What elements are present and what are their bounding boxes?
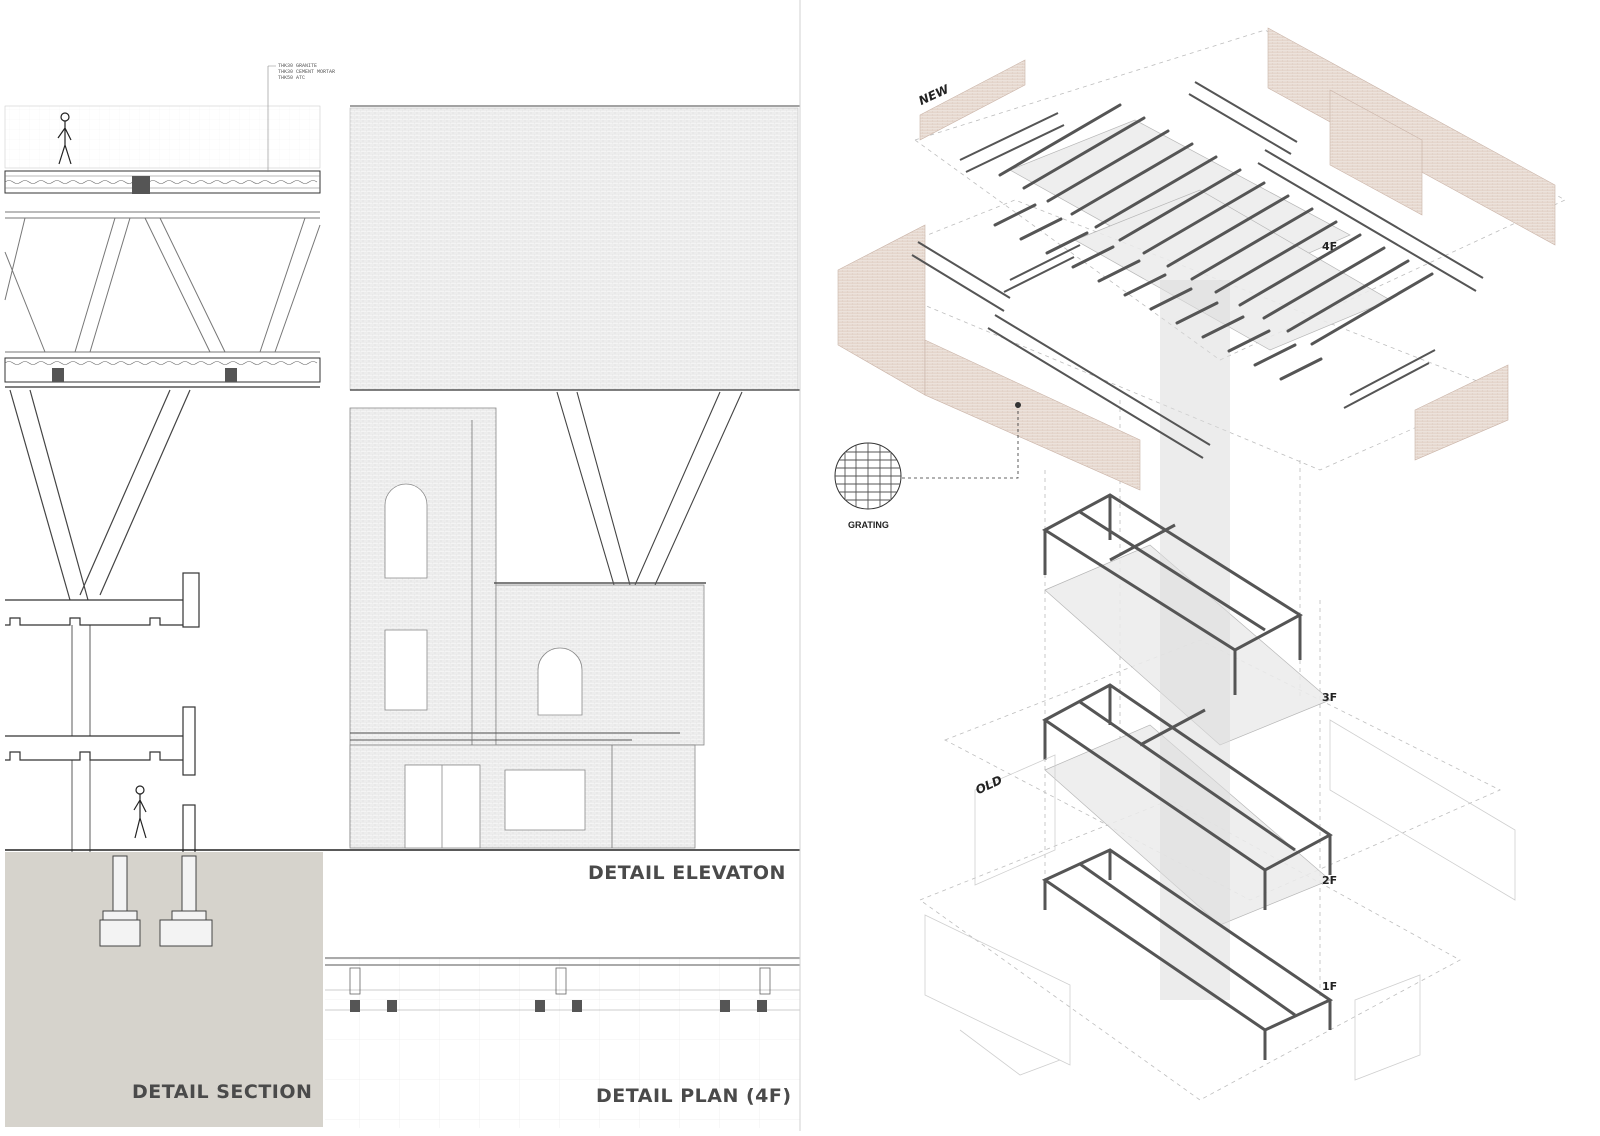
grating-callout <box>834 402 1021 510</box>
v-columns <box>9 389 191 601</box>
joist <box>1094 155 1218 229</box>
short-joist <box>1253 343 1297 367</box>
material-note-3: THK50 ATC <box>278 75 306 81</box>
trusses <box>911 81 1484 459</box>
label-4f: 4F <box>1322 240 1338 253</box>
old-building-ghost <box>924 719 1516 1081</box>
joist <box>1238 233 1362 307</box>
brick-screen-panels <box>837 27 1556 491</box>
floor-frame-1f <box>1041 848 1334 1060</box>
steel-beam <box>132 176 150 194</box>
short-joist <box>1071 245 1115 269</box>
joist <box>1214 220 1338 294</box>
joist <box>1190 207 1314 281</box>
person-figure-roof <box>57 112 72 165</box>
label-3f: 3F <box>1322 691 1338 704</box>
detail-section-title: DETAIL SECTION <box>132 1081 313 1103</box>
person-figure-ground <box>133 785 147 839</box>
old-building-section <box>5 572 200 854</box>
short-joist <box>1045 231 1089 255</box>
old-facade-elevation <box>349 407 706 849</box>
joist <box>998 103 1122 177</box>
short-joist <box>1227 329 1271 353</box>
label-1f: 1F <box>1322 980 1338 993</box>
material-note-1: THK30 GRANITE <box>278 63 318 69</box>
joist <box>1262 246 1386 320</box>
ground-fill <box>5 852 323 1127</box>
joist <box>1310 272 1434 346</box>
floor-frame-3f <box>1042 493 1303 695</box>
joist <box>1118 168 1242 242</box>
detail-plan-drawing <box>325 957 800 1128</box>
elevation-v-columns <box>556 391 743 586</box>
elevation-screen <box>349 107 799 391</box>
exploded-axonometric <box>834 27 1566 1101</box>
roof-railing-band <box>4 105 321 169</box>
joists <box>993 103 1434 381</box>
joist <box>1022 116 1146 190</box>
detail-plan-title: DETAIL PLAN (4F) <box>596 1085 792 1107</box>
short-joist <box>993 203 1037 227</box>
roof-slab <box>4 170 321 194</box>
short-joist <box>1123 273 1167 297</box>
short-joist <box>1201 315 1245 339</box>
joist <box>1142 181 1266 255</box>
detail-elevation-title: DETAIL ELEVATON <box>588 862 786 884</box>
joist <box>1166 194 1290 268</box>
truss <box>4 211 321 359</box>
footings <box>99 855 213 947</box>
joist <box>1070 142 1194 216</box>
label-2f: 2F <box>1322 874 1338 887</box>
short-joist <box>1149 287 1193 311</box>
floor-frame-2f <box>1042 683 1333 910</box>
detail-elevation-drawing <box>349 105 800 849</box>
short-joist <box>1175 301 1219 325</box>
material-note-2: THK30 CEMENT MORTAR <box>278 69 336 75</box>
joist <box>1286 259 1410 333</box>
grating-label: GRATING <box>848 520 889 530</box>
short-joist <box>1097 259 1141 283</box>
joist <box>1046 129 1170 203</box>
short-joist <box>1279 357 1323 381</box>
detail-section-drawing <box>4 65 800 1127</box>
short-joist <box>1019 217 1063 241</box>
